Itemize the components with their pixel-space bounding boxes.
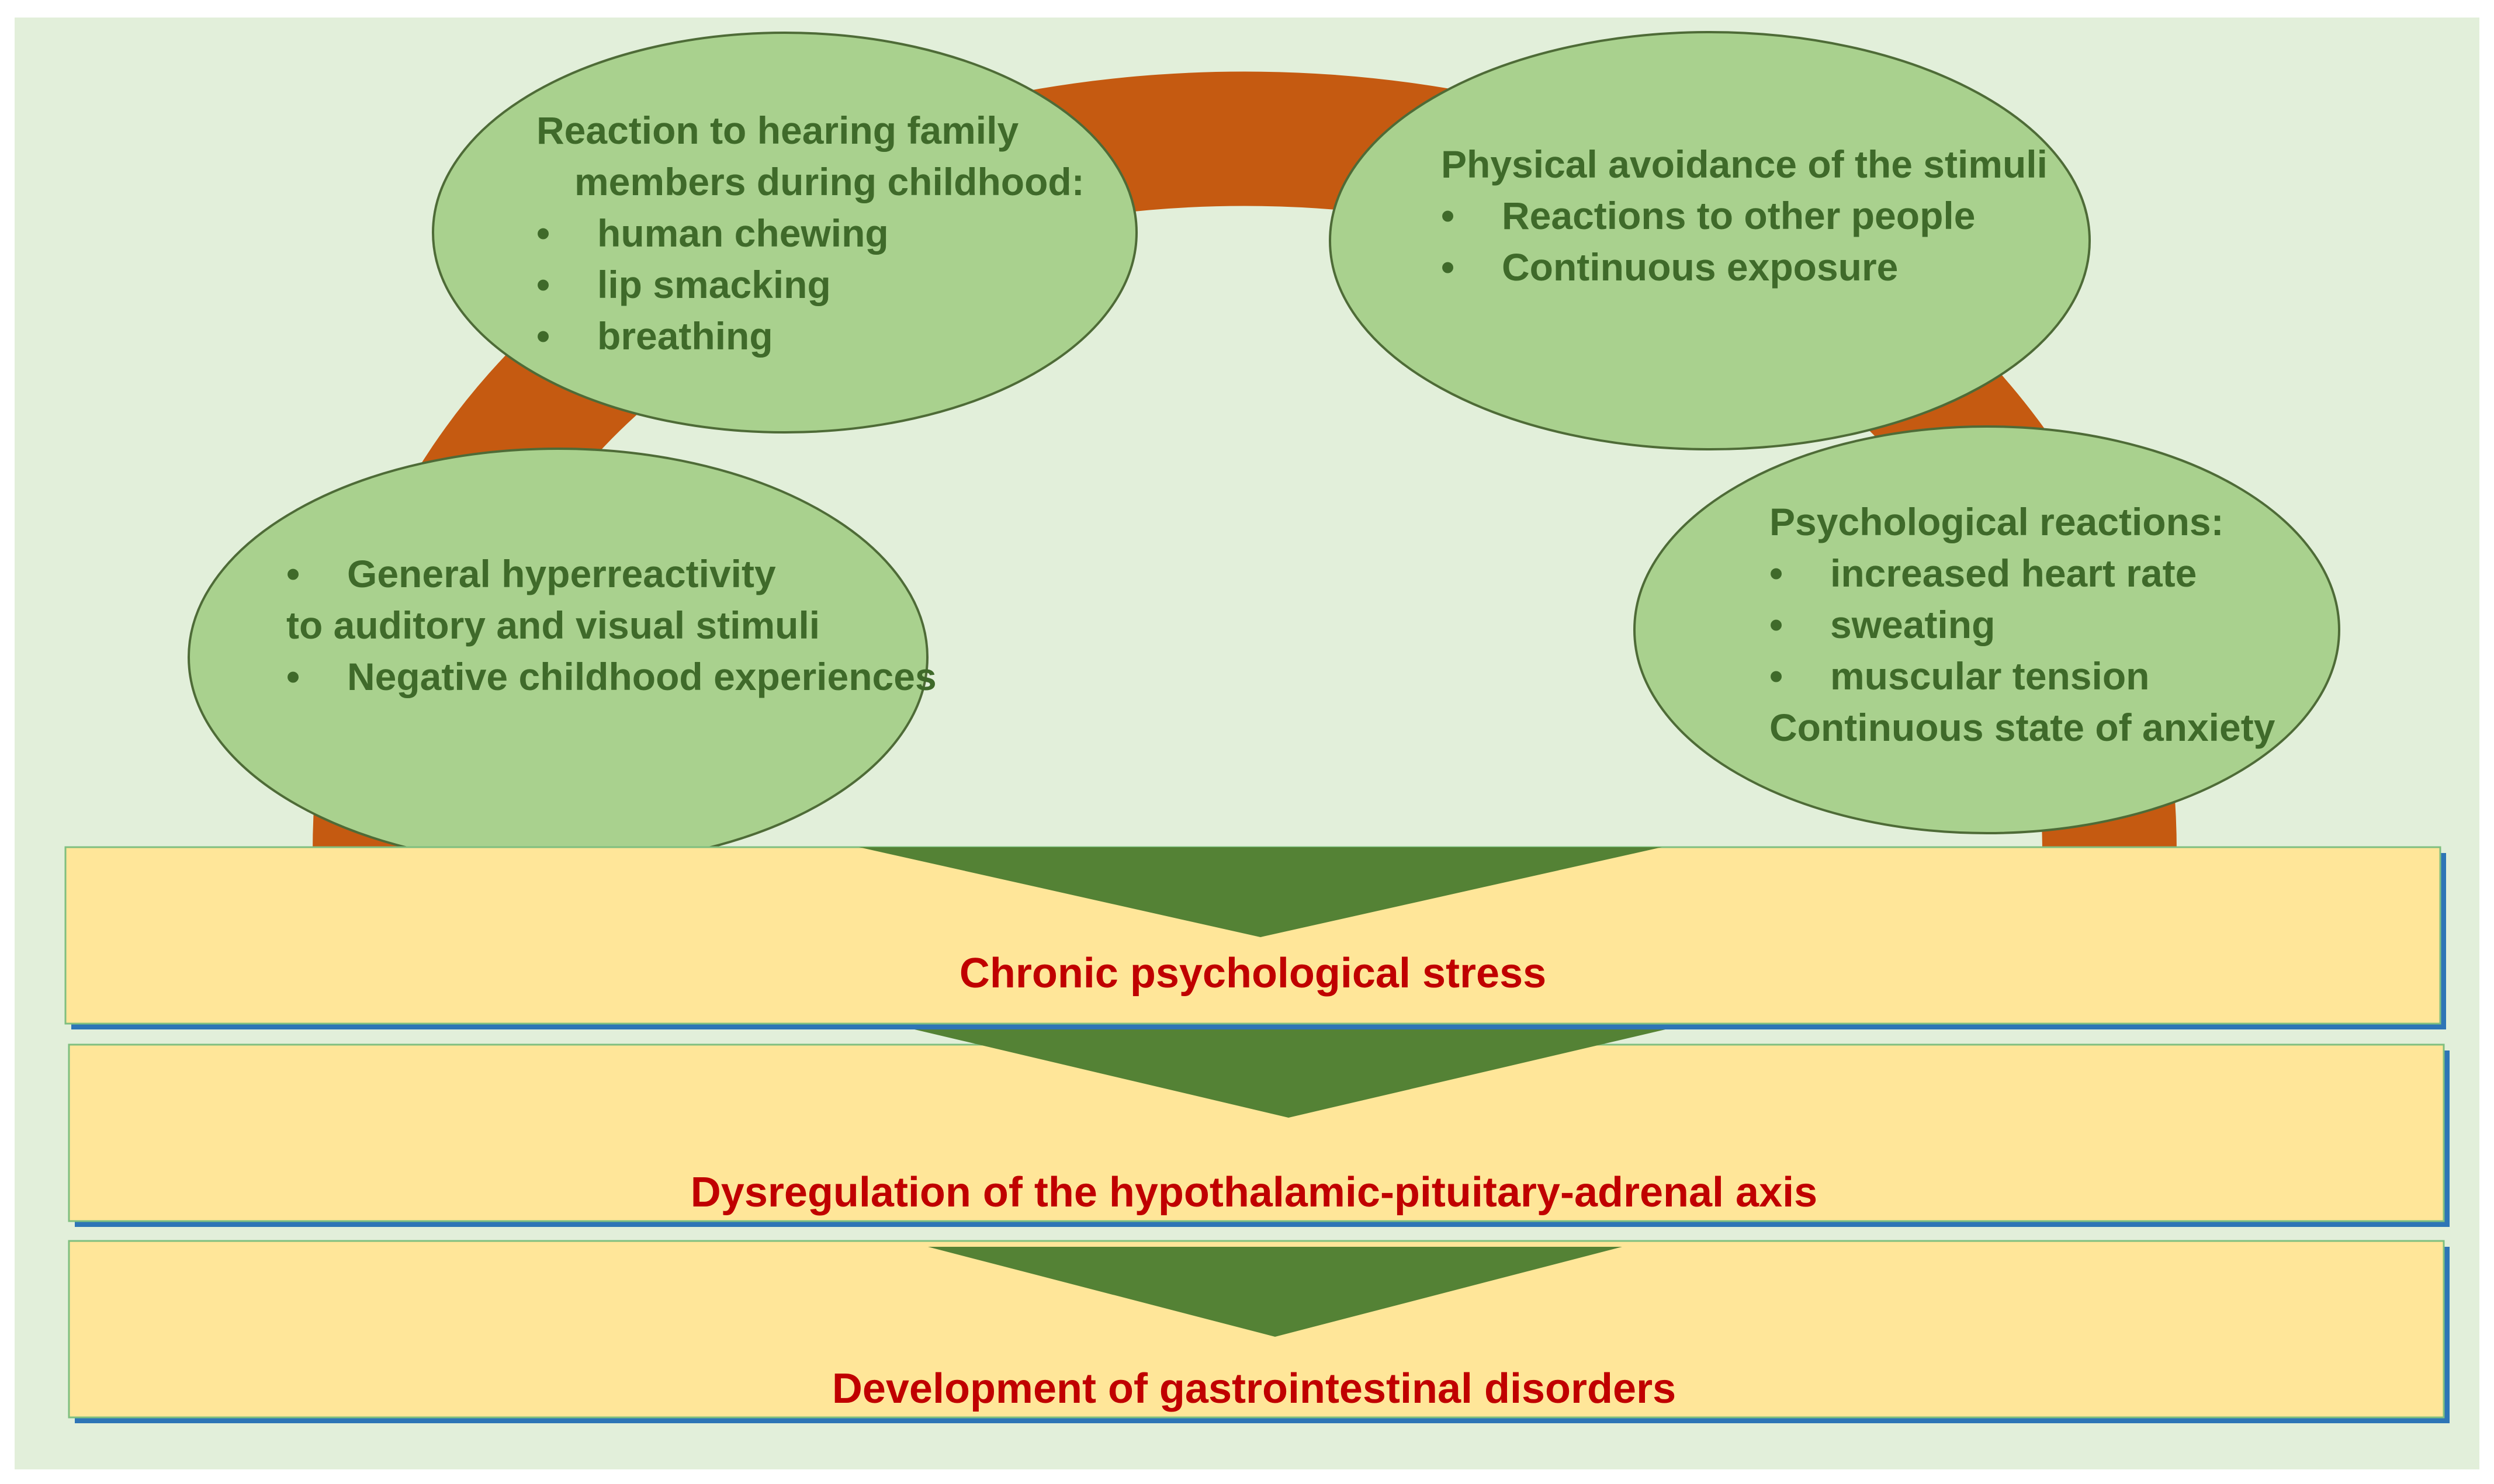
bullet-icon: •	[286, 552, 300, 595]
bubble-right-footer: Continuous state of anxiety	[1769, 706, 2275, 749]
bubble-left: • General hyperreactivity to auditory an…	[188, 448, 937, 867]
bubble-top-left-shape	[432, 32, 1138, 434]
bubble-right-item-1: increased heart rate	[1830, 552, 2197, 595]
bullet-icon: •	[1769, 654, 1783, 698]
bubble-left-continuation: to auditory and visual stimuli	[286, 604, 820, 647]
bullet-icon: •	[1769, 552, 1783, 595]
bubble-top-left-line2: members during childhood:	[574, 160, 1085, 203]
bubble-top-left: Reaction to hearing family members durin…	[432, 32, 1138, 434]
bubble-right: Psychological reactions: • increased hea…	[1633, 425, 2340, 834]
bubble-top-right-shape	[1329, 31, 2091, 450]
bubble-top-left-line1: Reaction to hearing family	[536, 109, 1019, 152]
down-arrow-icon	[859, 847, 1662, 937]
bubble-right-shape	[1633, 425, 2340, 834]
bullet-icon: •	[536, 211, 550, 255]
down-arrow-icon	[928, 1247, 1622, 1337]
bullet-icon: •	[536, 314, 550, 358]
bubble-top-right-item-1: Reactions to other people	[1502, 194, 1975, 237]
bullet-icon: •	[1441, 194, 1454, 237]
band-2-label: Dysregulation of the hypothalamic-pituit…	[691, 1169, 1817, 1216]
bubble-top-right: Physical avoidance of the stimuli • Reac…	[1329, 31, 2091, 450]
bubble-top-left-item-3: breathing	[597, 314, 773, 358]
bubble-top-right-item-2: Continuous exposure	[1502, 245, 1898, 289]
bullet-icon: •	[286, 655, 300, 698]
bubble-top-left-item-1: human chewing	[597, 211, 889, 255]
bullet-icon: •	[1769, 603, 1783, 646]
bubble-top-right-heading: Physical avoidance of the stimuli	[1441, 143, 2048, 186]
down-arrow-icon	[915, 1029, 1665, 1118]
bubble-right-heading: Psychological reactions:	[1769, 500, 2224, 543]
bubble-top-left-item-2: lip smacking	[597, 263, 831, 306]
band-1: Chronic psychological stress	[64, 846, 2446, 1029]
bullet-icon: •	[1441, 245, 1454, 289]
band-1-label: Chronic psychological stress	[960, 950, 1546, 997]
bubble-left-item-2: Negative childhood experiences	[347, 655, 937, 698]
bubble-right-item-3: muscular tension	[1830, 654, 2149, 698]
bubble-left-item-1: General hyperreactivity	[347, 552, 776, 595]
band-3-label: Development of gastrointestinal disorder…	[832, 1365, 1676, 1412]
band-2: Dysregulation of the hypothalamic-pituit…	[68, 1029, 2450, 1227]
band-3: Development of gastrointestinal disorder…	[68, 1240, 2450, 1423]
bullet-icon: •	[536, 263, 550, 306]
bubble-right-item-2: sweating	[1830, 603, 1995, 646]
